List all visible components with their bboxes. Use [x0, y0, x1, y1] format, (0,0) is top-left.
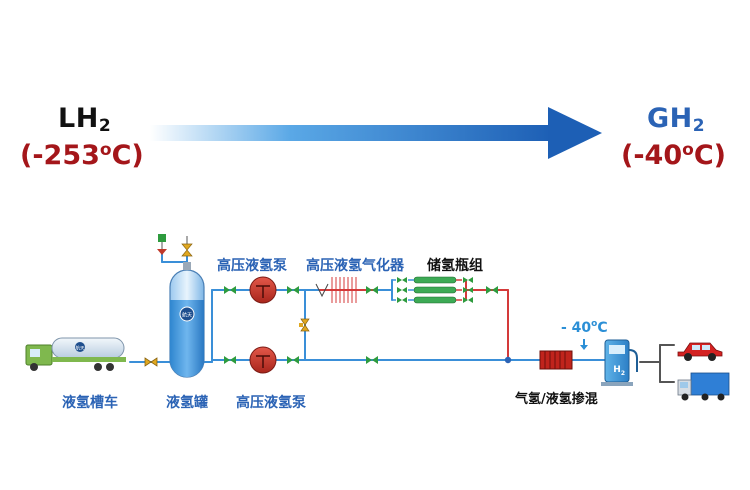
car-icon — [677, 342, 723, 361]
tanker-logo-text: 航天 — [76, 345, 85, 352]
transition-arrow — [150, 107, 602, 159]
lh2-formula: LH2 — [58, 103, 112, 136]
hp-pump-top-icon — [249, 276, 277, 304]
tank-logo-text: 航天 — [182, 312, 192, 319]
valve-icon — [366, 286, 378, 294]
gh2-temperature: (-40oC) — [621, 140, 726, 171]
junction-node — [504, 356, 512, 364]
svg-text:2: 2 — [621, 370, 625, 377]
valve-icon — [486, 286, 498, 294]
relief-valve-icon — [181, 236, 193, 257]
label-vaporizer: 高压液氢气化器 — [306, 258, 404, 274]
tanker-truck-icon: 航天 — [25, 337, 126, 371]
label-mix-temperature: - 40oC — [561, 319, 608, 336]
vent-valve-icon — [157, 234, 167, 255]
label-tanker: 液氢槽车 — [62, 395, 118, 411]
valve-icon — [224, 286, 236, 294]
bypass-valve-icon — [299, 318, 310, 332]
mixer-heater-icon — [539, 350, 573, 370]
valve-icon — [287, 286, 299, 294]
lh2-temperature: (-253oC) — [20, 140, 144, 171]
vaporizer-icon — [315, 277, 357, 303]
label-hp-pump-top: 高压液氢泵 — [217, 258, 287, 274]
svg-text:H: H — [613, 365, 621, 375]
pipe-network — [129, 251, 675, 383]
label-mixing: 气氢/液氢掺混 — [515, 392, 598, 407]
label-storage-bank: 储氢瓶组 — [427, 258, 483, 274]
valve-icon — [366, 356, 378, 364]
h2-dispenser-icon: H 2 — [601, 339, 638, 386]
gh2-formula: GH2 — [647, 103, 706, 136]
tanker-valve-icon — [144, 357, 158, 367]
label-hp-pump-bottom: 高压液氢泵 — [236, 395, 306, 411]
down-arrow-icon — [580, 339, 588, 350]
truck-icon — [677, 372, 730, 401]
lh2-tank-icon: 航天 — [169, 262, 205, 378]
hp-pump-bottom-icon — [249, 346, 277, 374]
storage-cylinder-bank-icon — [392, 276, 473, 304]
label-lh2-tank: 液氢罐 — [166, 395, 208, 411]
valve-icon — [287, 356, 299, 364]
valve-icon — [224, 356, 236, 364]
